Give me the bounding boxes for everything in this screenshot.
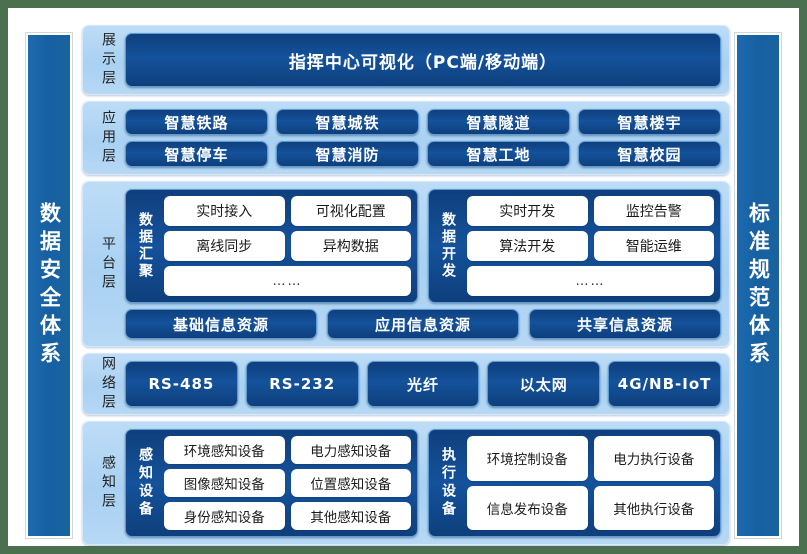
diagram-canvas: 数据安全体系 标准规范体系 展示层 指挥中心可视化（PC端/移动端） 应用层 智… <box>8 8 799 546</box>
platform-group-data-aggregation-title-wrap: 数据汇聚 <box>132 196 158 296</box>
layer-presentation-label-wrap: 展示层 <box>91 31 125 89</box>
app-item-smart-railway[interactable]: 智慧铁路 <box>125 109 268 135</box>
aggregation-more[interactable]: …… <box>164 266 411 296</box>
development-more[interactable]: …… <box>467 266 714 296</box>
sensor-row-3: 身份感知设备 其他感知设备 <box>164 502 411 530</box>
layer-sensing: 感知层 感知设备 环境感知设备 电力感知设备 <box>82 421 730 545</box>
network-item-rs485[interactable]: RS-485 <box>125 361 238 407</box>
sensing-group-actuator-devices-title-wrap: 执行设备 <box>435 436 461 530</box>
layer-sensing-label: 感知层 <box>100 454 116 512</box>
application-row-1: 智慧铁路 智慧城铁 智慧隧道 智慧楼宇 <box>125 109 721 135</box>
sensor-row-1: 环境感知设备 电力感知设备 <box>164 436 411 464</box>
layer-network-body: RS-485 RS-232 光纤 以太网 4G/NB-IoT <box>125 361 721 407</box>
sensing-group-sensor-devices-title-wrap: 感知设备 <box>132 436 158 530</box>
actuator-row-1: 环境控制设备 电力执行设备 <box>467 436 714 481</box>
sensing-group-actuator-devices-title: 执行设备 <box>440 447 456 519</box>
actuator-row-2: 信息发布设备 其他执行设备 <box>467 485 714 530</box>
sensing-group-sensor-devices: 感知设备 环境感知设备 电力感知设备 图像感知设备 位置感知设备 <box>125 429 418 537</box>
actuator-environment-control-device[interactable]: 环境控制设备 <box>467 436 588 481</box>
development-algorithm-dev[interactable]: 算法开发 <box>467 231 588 261</box>
aggregation-offline-sync[interactable]: 离线同步 <box>164 231 285 261</box>
sensing-group-sensor-devices-grid: 环境感知设备 电力感知设备 图像感知设备 位置感知设备 身份感知设备 其他感知设… <box>164 436 411 530</box>
right-pillar-standards: 标准规范体系 <box>735 33 781 538</box>
platform-group-data-development-title-wrap: 数据开发 <box>435 196 461 296</box>
app-item-smart-firefighting[interactable]: 智慧消防 <box>276 141 419 167</box>
development-row-1: 实时开发 监控告警 <box>467 196 714 226</box>
left-pillar-label: 数据安全体系 <box>37 201 62 370</box>
layer-network-label: 网络层 <box>100 355 116 413</box>
sensor-row-2: 图像感知设备 位置感知设备 <box>164 469 411 497</box>
layer-platform-label: 平台层 <box>100 235 116 293</box>
actuator-other-device[interactable]: 其他执行设备 <box>593 485 714 530</box>
layer-stack: 展示层 指挥中心可视化（PC端/移动端） 应用层 智慧铁路 智慧城铁 智慧隧道 … <box>82 25 730 545</box>
layer-platform: 平台层 数据汇聚 实时接入 可视化配置 <box>82 181 730 347</box>
platform-group-data-aggregation: 数据汇聚 实时接入 可视化配置 离线同步 异构数据 <box>125 189 418 303</box>
actuator-power-device[interactable]: 电力执行设备 <box>593 436 714 481</box>
aggregation-heterogeneous-data[interactable]: 异构数据 <box>290 231 411 261</box>
layer-sensing-label-wrap: 感知层 <box>91 429 125 537</box>
layer-application-label: 应用层 <box>100 109 116 167</box>
aggregation-row-3: …… <box>164 266 411 296</box>
app-item-smart-building[interactable]: 智慧楼宇 <box>578 109 721 135</box>
layer-network-label-wrap: 网络层 <box>91 356 125 413</box>
aggregation-visual-config[interactable]: 可视化配置 <box>290 196 411 226</box>
platform-group-data-development-title: 数据开发 <box>440 212 456 280</box>
resource-basic-information[interactable]: 基础信息资源 <box>125 309 317 339</box>
app-item-smart-campus[interactable]: 智慧校园 <box>578 141 721 167</box>
platform-resource-row: 基础信息资源 应用信息资源 共享信息资源 <box>125 309 721 339</box>
left-pillar-data-security: 数据安全体系 <box>26 33 72 538</box>
development-row-3: …… <box>467 266 714 296</box>
resource-shared-information[interactable]: 共享信息资源 <box>529 309 721 339</box>
layer-network: 网络层 RS-485 RS-232 光纤 以太网 4G/NB-IoT <box>82 353 730 415</box>
network-item-ethernet[interactable]: 以太网 <box>487 361 601 407</box>
sensing-groups: 感知设备 环境感知设备 电力感知设备 图像感知设备 位置感知设备 <box>125 429 721 537</box>
sensing-group-actuator-devices-grid: 环境控制设备 电力执行设备 信息发布设备 其他执行设备 <box>467 436 714 530</box>
sensor-power-device[interactable]: 电力感知设备 <box>290 436 411 464</box>
development-row-2: 算法开发 智能运维 <box>467 231 714 261</box>
sensor-environment-device[interactable]: 环境感知设备 <box>164 436 285 464</box>
sensing-group-actuator-devices: 执行设备 环境控制设备 电力执行设备 信息发布设备 其他执行设备 <box>428 429 721 537</box>
right-pillar-label: 标准规范体系 <box>746 201 771 370</box>
aggregation-row-2: 离线同步 异构数据 <box>164 231 411 261</box>
actuator-information-release-device[interactable]: 信息发布设备 <box>467 485 588 530</box>
platform-group-data-aggregation-title: 数据汇聚 <box>137 212 153 280</box>
layer-presentation: 展示层 指挥中心可视化（PC端/移动端） <box>82 25 730 95</box>
platform-group-data-development: 数据开发 实时开发 监控告警 算法开发 智能运维 <box>428 189 721 303</box>
presentation-command-center-box[interactable]: 指挥中心可视化（PC端/移动端） <box>125 33 721 87</box>
app-item-smart-metro[interactable]: 智慧城铁 <box>276 109 419 135</box>
resource-application-information[interactable]: 应用信息资源 <box>327 309 519 339</box>
sensor-other-device[interactable]: 其他感知设备 <box>290 502 411 530</box>
application-row-2: 智慧停车 智慧消防 智慧工地 智慧校园 <box>125 141 721 167</box>
network-item-fiber[interactable]: 光纤 <box>366 361 480 407</box>
app-item-smart-parking[interactable]: 智慧停车 <box>125 141 268 167</box>
app-item-smart-tunnel[interactable]: 智慧隧道 <box>427 109 570 135</box>
layer-application-body: 智慧铁路 智慧城铁 智慧隧道 智慧楼宇 智慧停车 智慧消防 智慧工地 智慧校园 <box>125 109 721 167</box>
aggregation-realtime-ingest[interactable]: 实时接入 <box>164 196 285 226</box>
network-item-rs232[interactable]: RS-232 <box>245 361 359 407</box>
layer-presentation-label: 展示层 <box>100 31 116 89</box>
sensing-group-sensor-devices-title: 感知设备 <box>137 447 153 519</box>
aggregation-row-1: 实时接入 可视化配置 <box>164 196 411 226</box>
layer-presentation-body: 指挥中心可视化（PC端/移动端） <box>125 33 721 87</box>
layer-application: 应用层 智慧铁路 智慧城铁 智慧隧道 智慧楼宇 智慧停车 智慧消防 智慧工地 智… <box>82 101 730 175</box>
layer-platform-body: 数据汇聚 实时接入 可视化配置 离线同步 异构数据 <box>125 189 721 339</box>
platform-group-data-development-grid: 实时开发 监控告警 算法开发 智能运维 …… <box>467 196 714 296</box>
network-item-4g-nbiot[interactable]: 4G/NB-IoT <box>608 361 721 407</box>
platform-group-data-aggregation-grid: 实时接入 可视化配置 离线同步 异构数据 …… <box>164 196 411 296</box>
development-realtime-dev[interactable]: 实时开发 <box>467 196 588 226</box>
layer-sensing-body: 感知设备 环境感知设备 电力感知设备 图像感知设备 位置感知设备 <box>125 429 721 537</box>
layer-application-label-wrap: 应用层 <box>91 109 125 167</box>
app-item-smart-construction[interactable]: 智慧工地 <box>427 141 570 167</box>
development-smart-ops[interactable]: 智能运维 <box>593 231 714 261</box>
sensor-identity-device[interactable]: 身份感知设备 <box>164 502 285 530</box>
layer-platform-label-wrap: 平台层 <box>91 189 125 339</box>
sensor-image-device[interactable]: 图像感知设备 <box>164 469 285 497</box>
sensor-location-device[interactable]: 位置感知设备 <box>290 469 411 497</box>
development-monitor-alarm[interactable]: 监控告警 <box>593 196 714 226</box>
platform-groups: 数据汇聚 实时接入 可视化配置 离线同步 异构数据 <box>125 189 721 303</box>
network-row: RS-485 RS-232 光纤 以太网 4G/NB-IoT <box>125 361 721 407</box>
